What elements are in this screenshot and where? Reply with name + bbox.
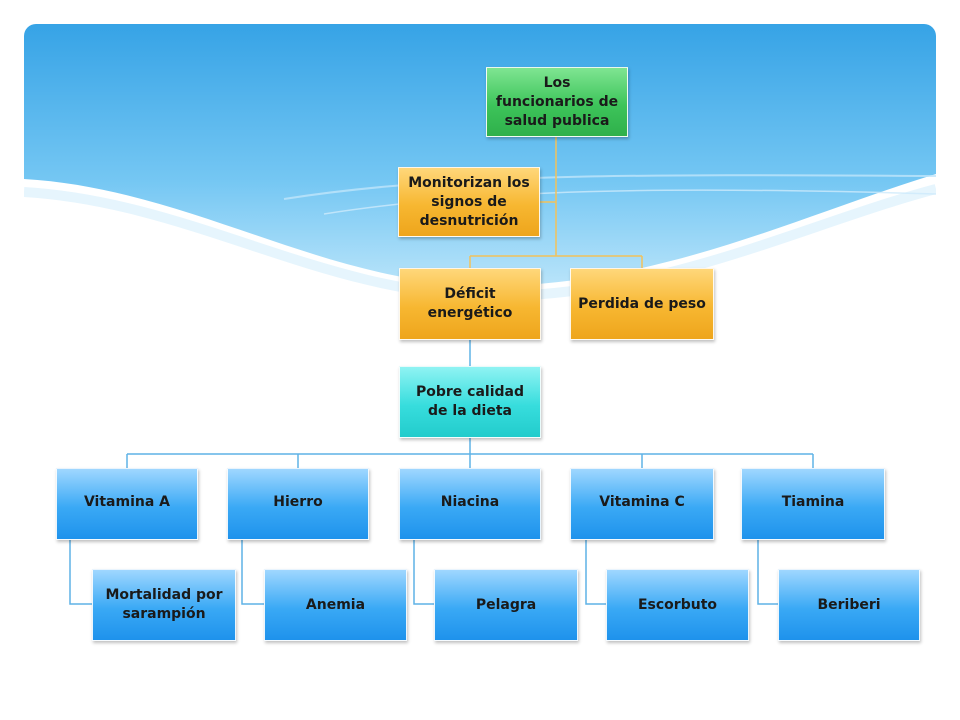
nutrient-node-label: Vitamina C — [599, 494, 685, 510]
root-node: Los funcionarios de salud publica — [486, 67, 628, 137]
nutrient-node-hierro: Hierro — [227, 468, 369, 540]
effect-node-label: Pelagra — [475, 596, 537, 613]
effect-node-beriberi: Beriberi — [778, 569, 920, 641]
nutrient-node-label: Hierro — [273, 494, 323, 510]
level2-node-deficit: Déficit energético — [399, 268, 541, 340]
assistant-node-label: Monitorizan los signos de desnutrición — [408, 174, 530, 229]
nutrient-node-niacina: Niacina — [399, 468, 541, 540]
effect-node-label: Escorbuto — [637, 596, 718, 613]
root-node-label: Los funcionarios de salud publica — [495, 74, 619, 129]
effect-node-label: Beriberi — [817, 596, 881, 613]
slide: Los funcionarios de salud publica Monito… — [24, 24, 936, 696]
effect-node-label: Anemia — [305, 596, 366, 613]
nutrient-node-label: Vitamina A — [83, 494, 171, 510]
level3-node: Pobre calidad de la dieta — [399, 366, 541, 438]
nutrient-node-label: Tiamina — [781, 494, 845, 510]
effect-node-anemia: Anemia — [264, 569, 407, 641]
assistant-node: Monitorizan los signos de desnutrición — [398, 167, 540, 237]
level2-node-label: Perdida de peso — [578, 295, 706, 312]
level2-node-label: Déficit energético — [427, 286, 513, 321]
effect-node-label: Mortalidad por sarampión — [105, 587, 223, 622]
level3-node-label: Pobre calidad de la dieta — [415, 384, 524, 419]
nutrient-node-vitamina-a: Vitamina A — [56, 468, 198, 540]
effect-node-mortalidad: Mortalidad por sarampión — [92, 569, 236, 641]
effect-node-pelagra: Pelagra — [434, 569, 578, 641]
nutrient-node-vitamina-c: Vitamina C — [570, 468, 714, 540]
nutrient-node-tiamina: Tiamina — [741, 468, 885, 540]
effect-node-escorbuto: Escorbuto — [606, 569, 749, 641]
nutrient-node-label: Niacina — [440, 494, 500, 510]
level2-node-peso: Perdida de peso — [570, 268, 714, 340]
